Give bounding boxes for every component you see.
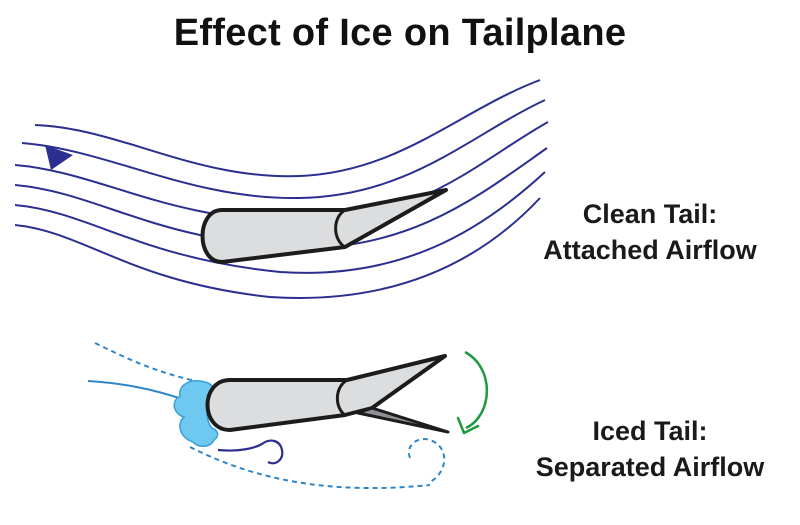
- streamline-6: [14, 197, 541, 299]
- deflected-elevator: [356, 406, 450, 434]
- flow-direction-arrow-icon: [45, 145, 73, 170]
- iced-tail-label-line1: Iced Tail:: [592, 416, 708, 446]
- attached-streamlines: [14, 79, 549, 299]
- trailing-vortex-dashed: [407, 438, 446, 483]
- clean-tail-label-line2: Attached Airflow: [543, 235, 757, 265]
- lower-separated-dashed: [189, 446, 431, 490]
- upper-separated-dashed: [94, 342, 201, 383]
- diagram-title: Effect of Ice on Tailplane: [173, 12, 627, 54]
- iced-tail-label-line2: Separated Airflow: [535, 452, 765, 482]
- clean-tail-airfoil: [200, 188, 448, 264]
- incoming-flow-solid: [87, 380, 186, 401]
- underside-vortex: [217, 439, 284, 465]
- clean-elevator-hinge: [334, 208, 346, 249]
- iced-tail-airfoil: [205, 354, 450, 434]
- iced-elevator-hinge: [335, 378, 348, 417]
- streamline-2: [21, 99, 546, 200]
- iced-tail-label: Iced Tail: Separated Airflow: [515, 413, 785, 485]
- separated-flow-lines: [87, 342, 446, 490]
- streamline-5: [14, 171, 546, 274]
- streamline-3: [14, 121, 549, 224]
- elevator-deflection-arrow-icon: [456, 350, 488, 435]
- clean-tail-label-line1: Clean Tail:: [582, 199, 718, 229]
- clean-stabilizer: [200, 188, 448, 264]
- clean-tail-label: Clean Tail: Attached Airflow: [515, 196, 785, 268]
- streamline-1: [34, 79, 541, 178]
